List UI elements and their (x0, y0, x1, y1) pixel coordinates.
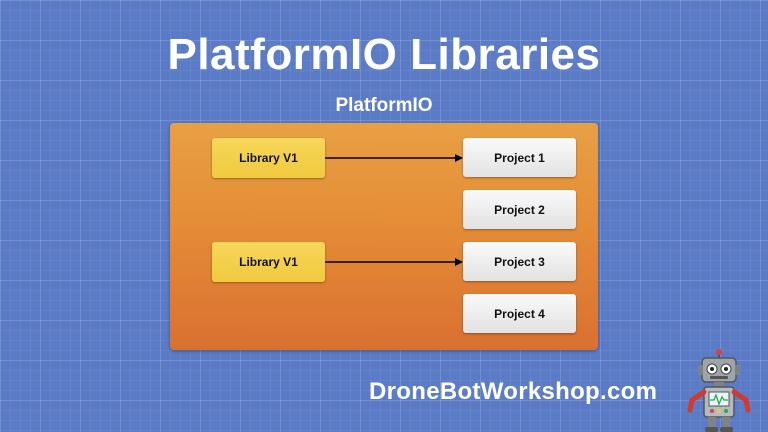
project-box-4: Project 4 (463, 294, 576, 333)
project-box-2: Project 2 (463, 190, 576, 229)
container-label: PlatformIO (335, 95, 433, 116)
website-url: DroneBotWorkshop.com (369, 378, 658, 405)
library-box-2: Library V1 (212, 242, 325, 282)
project-box-1: Project 1 (463, 138, 576, 177)
robot-icon (687, 349, 751, 432)
library-box-1: Library V1 (212, 138, 325, 178)
slide-title: PlatformIO Libraries (167, 30, 601, 79)
project-box-3: Project 3 (463, 242, 576, 281)
